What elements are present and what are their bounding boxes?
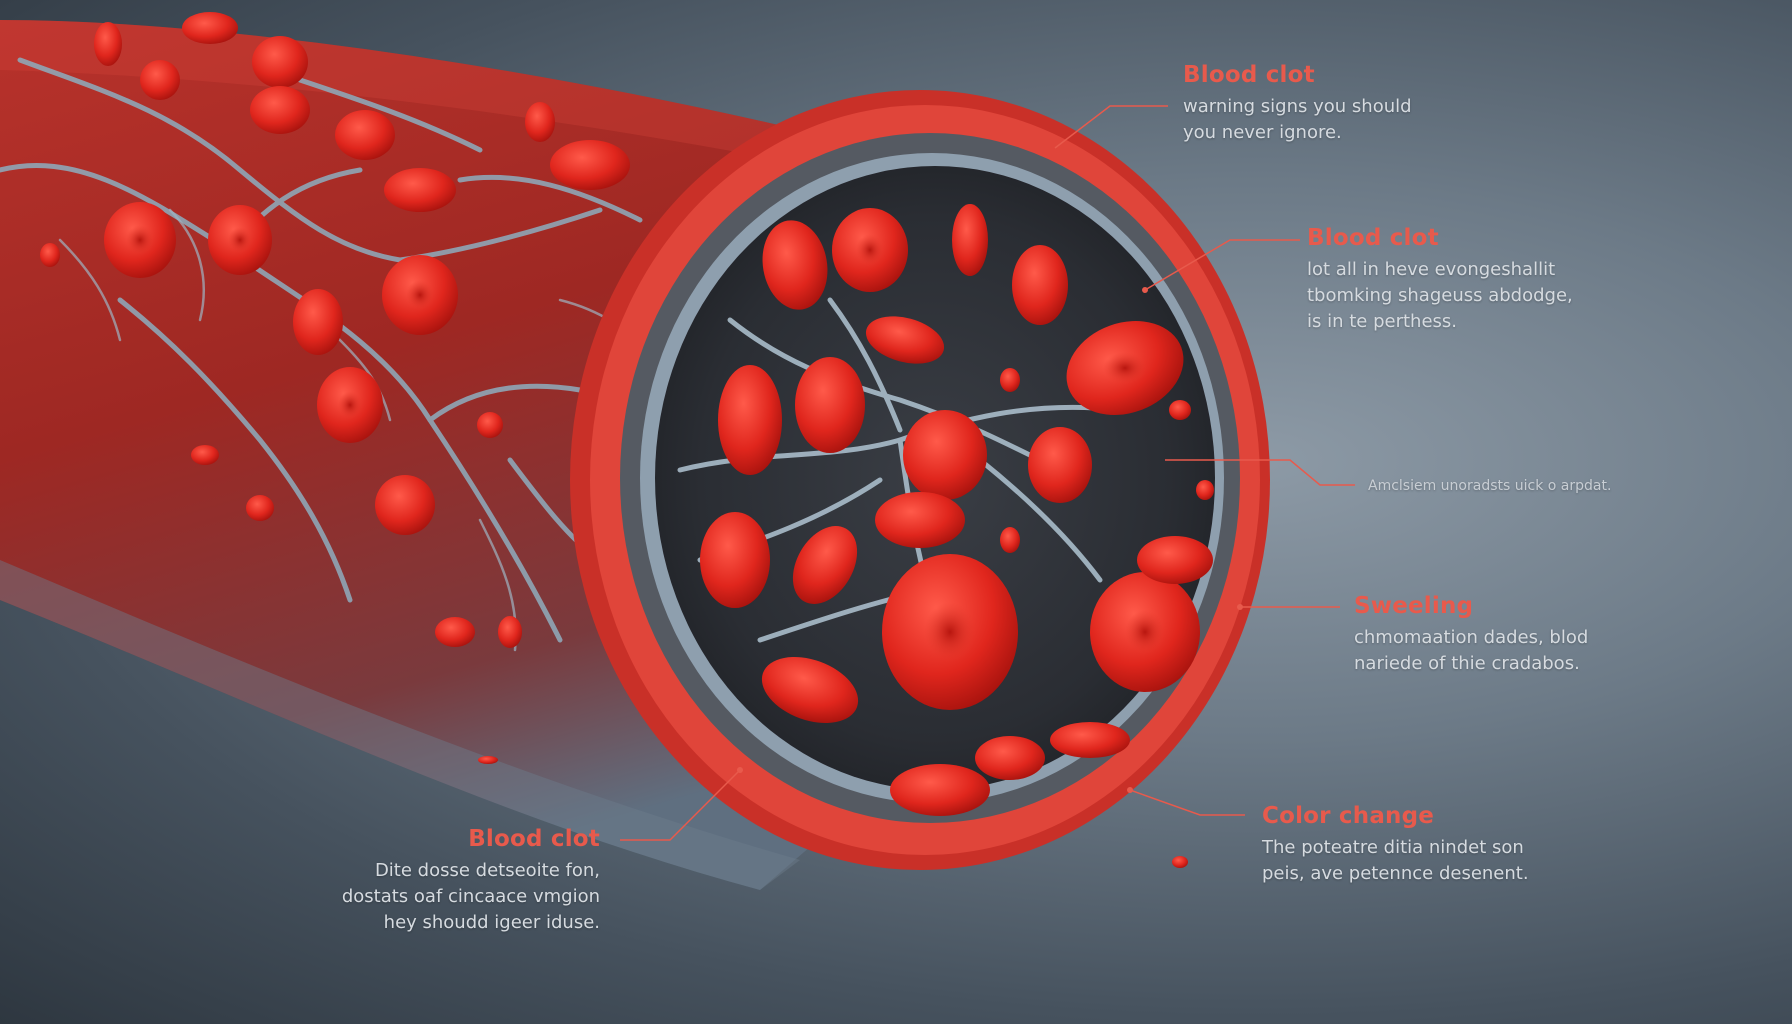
callout-6-line-1: Dite dosse detseoite fon, bbox=[374, 860, 600, 881]
surface-cells bbox=[40, 12, 1188, 868]
callout-3: Amclsiem unoradsts uick o arpdat. bbox=[1368, 476, 1611, 496]
callout-3-line-1: Amclsiem unoradsts uick o arpdat. bbox=[1368, 478, 1612, 494]
callout-1-title: Blood clot bbox=[1183, 62, 1315, 88]
callout-2-line-2: tbomking shageuss abdodge, bbox=[1307, 285, 1573, 307]
callout-4-line-2: nariede of thie cradabos. bbox=[1354, 653, 1580, 675]
callout-3-desc: Amclsiem unoradsts uick o arpdat. bbox=[1368, 476, 1611, 496]
callout-1-desc: warning signs you should you never ignor… bbox=[1183, 94, 1412, 146]
callout-6-line-2: dostats oaf cincaace vmgion bbox=[341, 886, 600, 908]
callout-6: Blood clot Dite dosse detseoite fon, dos… bbox=[342, 826, 600, 936]
callout-5-line-1: The poteatre ditia nindet son bbox=[1262, 837, 1524, 858]
callout-1-line-1: warning signs you should bbox=[1183, 96, 1412, 117]
callout-2-desc: lot all in heve evongeshallit tbomking s… bbox=[1307, 257, 1573, 335]
callout-2-title: Blood clot bbox=[1307, 225, 1439, 251]
callout-5-desc: The poteatre ditia nindet son peis, ave … bbox=[1262, 835, 1529, 887]
callout-1: Blood clot warning signs you should you … bbox=[1183, 62, 1412, 146]
callout-2: Blood clot lot all in heve evongeshallit… bbox=[1307, 225, 1573, 335]
callout-5: Color change The poteatre ditia nindet s… bbox=[1262, 803, 1529, 887]
callout-lines bbox=[620, 105, 1355, 841]
callout-2-line-3: is in te perthess. bbox=[1307, 311, 1458, 333]
callout-6-title: Blood clot bbox=[468, 826, 600, 852]
callout-2-line-1: lot all in heve evongeshallit bbox=[1307, 259, 1556, 280]
surface-veins bbox=[0, 57, 643, 643]
inner-cells bbox=[700, 204, 1214, 816]
callout-4-line-1: chmomaation dades, blod bbox=[1354, 627, 1589, 648]
callout-4-title: Sweeling bbox=[1354, 593, 1474, 619]
callout-5-line-2: peis, ave petennce desenent. bbox=[1262, 863, 1529, 885]
callout-5-title: Color change bbox=[1262, 803, 1435, 829]
callout-4: Sweeling chmomaation dades, blod nariede… bbox=[1354, 593, 1588, 677]
callout-6-line-3: hey shoudd igeer iduse. bbox=[383, 912, 600, 934]
callout-4-desc: chmomaation dades, blod nariede of thie … bbox=[1354, 625, 1588, 677]
callout-1-line-2: you never ignore. bbox=[1183, 122, 1342, 144]
callout-6-desc: Dite dosse detseoite fon, dostats oaf ci… bbox=[342, 858, 600, 936]
